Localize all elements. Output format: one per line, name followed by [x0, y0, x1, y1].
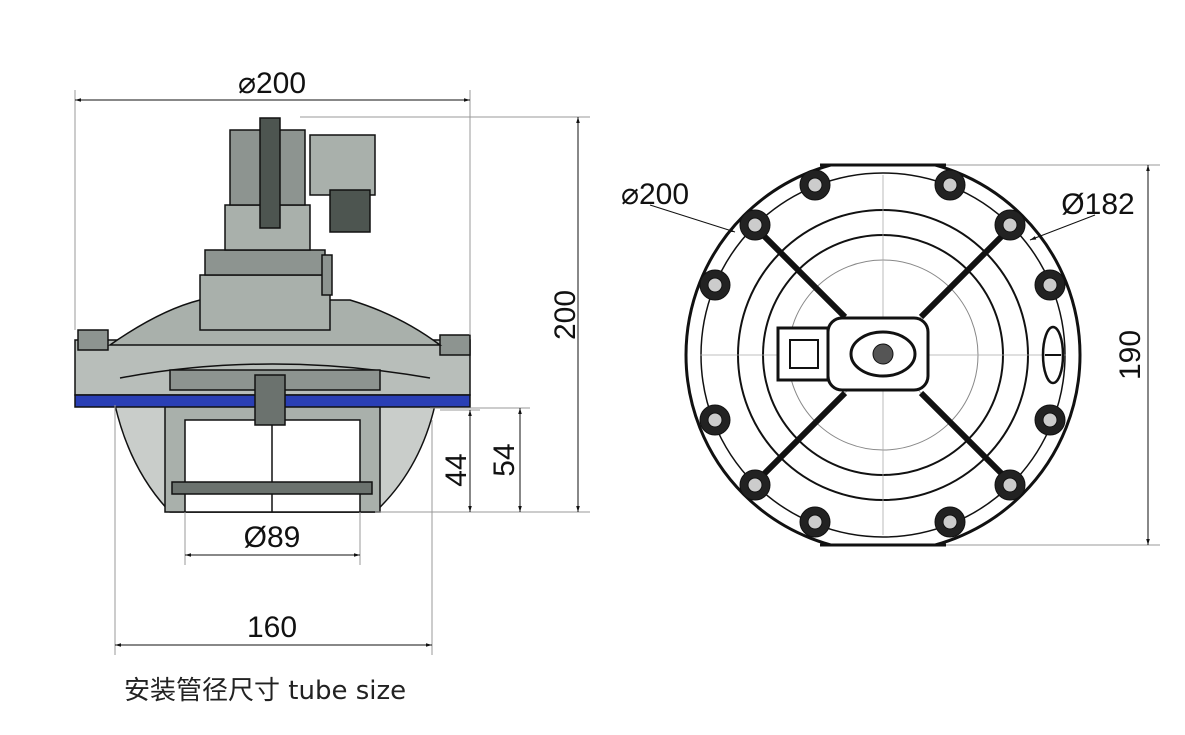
dim-side-height: 200: [549, 290, 582, 340]
bolt-head: [1002, 477, 1018, 493]
dim-44: 44: [440, 453, 473, 486]
bolt-group: [699, 169, 1066, 538]
dim-front-diameter: ⌀200: [621, 178, 689, 211]
bolt-head: [1042, 412, 1058, 428]
dim-tube-diameter: Ø89: [244, 521, 301, 554]
bolt-head: [942, 514, 958, 530]
bolt-head: [707, 412, 723, 428]
side-dimensions: [74, 90, 590, 655]
front-view: [649, 163, 1160, 547]
dim-width-160: 160: [247, 611, 297, 644]
bolt-head: [747, 477, 763, 493]
bolt-head: [807, 177, 823, 193]
dim-side-diameter: ⌀200: [238, 67, 306, 100]
side-view: [74, 117, 471, 513]
bolt-head: [1042, 277, 1058, 293]
dim-bolt-circle: Ø182: [1061, 188, 1134, 221]
dim-front-height: 190: [1114, 330, 1147, 380]
bolt-head: [707, 277, 723, 293]
bolt-head: [942, 177, 958, 193]
bolt-head: [747, 217, 763, 233]
bolt-head: [807, 514, 823, 530]
bolt-head: [1002, 217, 1018, 233]
dim-54: 54: [488, 443, 521, 476]
caption: 安装管径尺寸 tube size: [124, 676, 407, 706]
